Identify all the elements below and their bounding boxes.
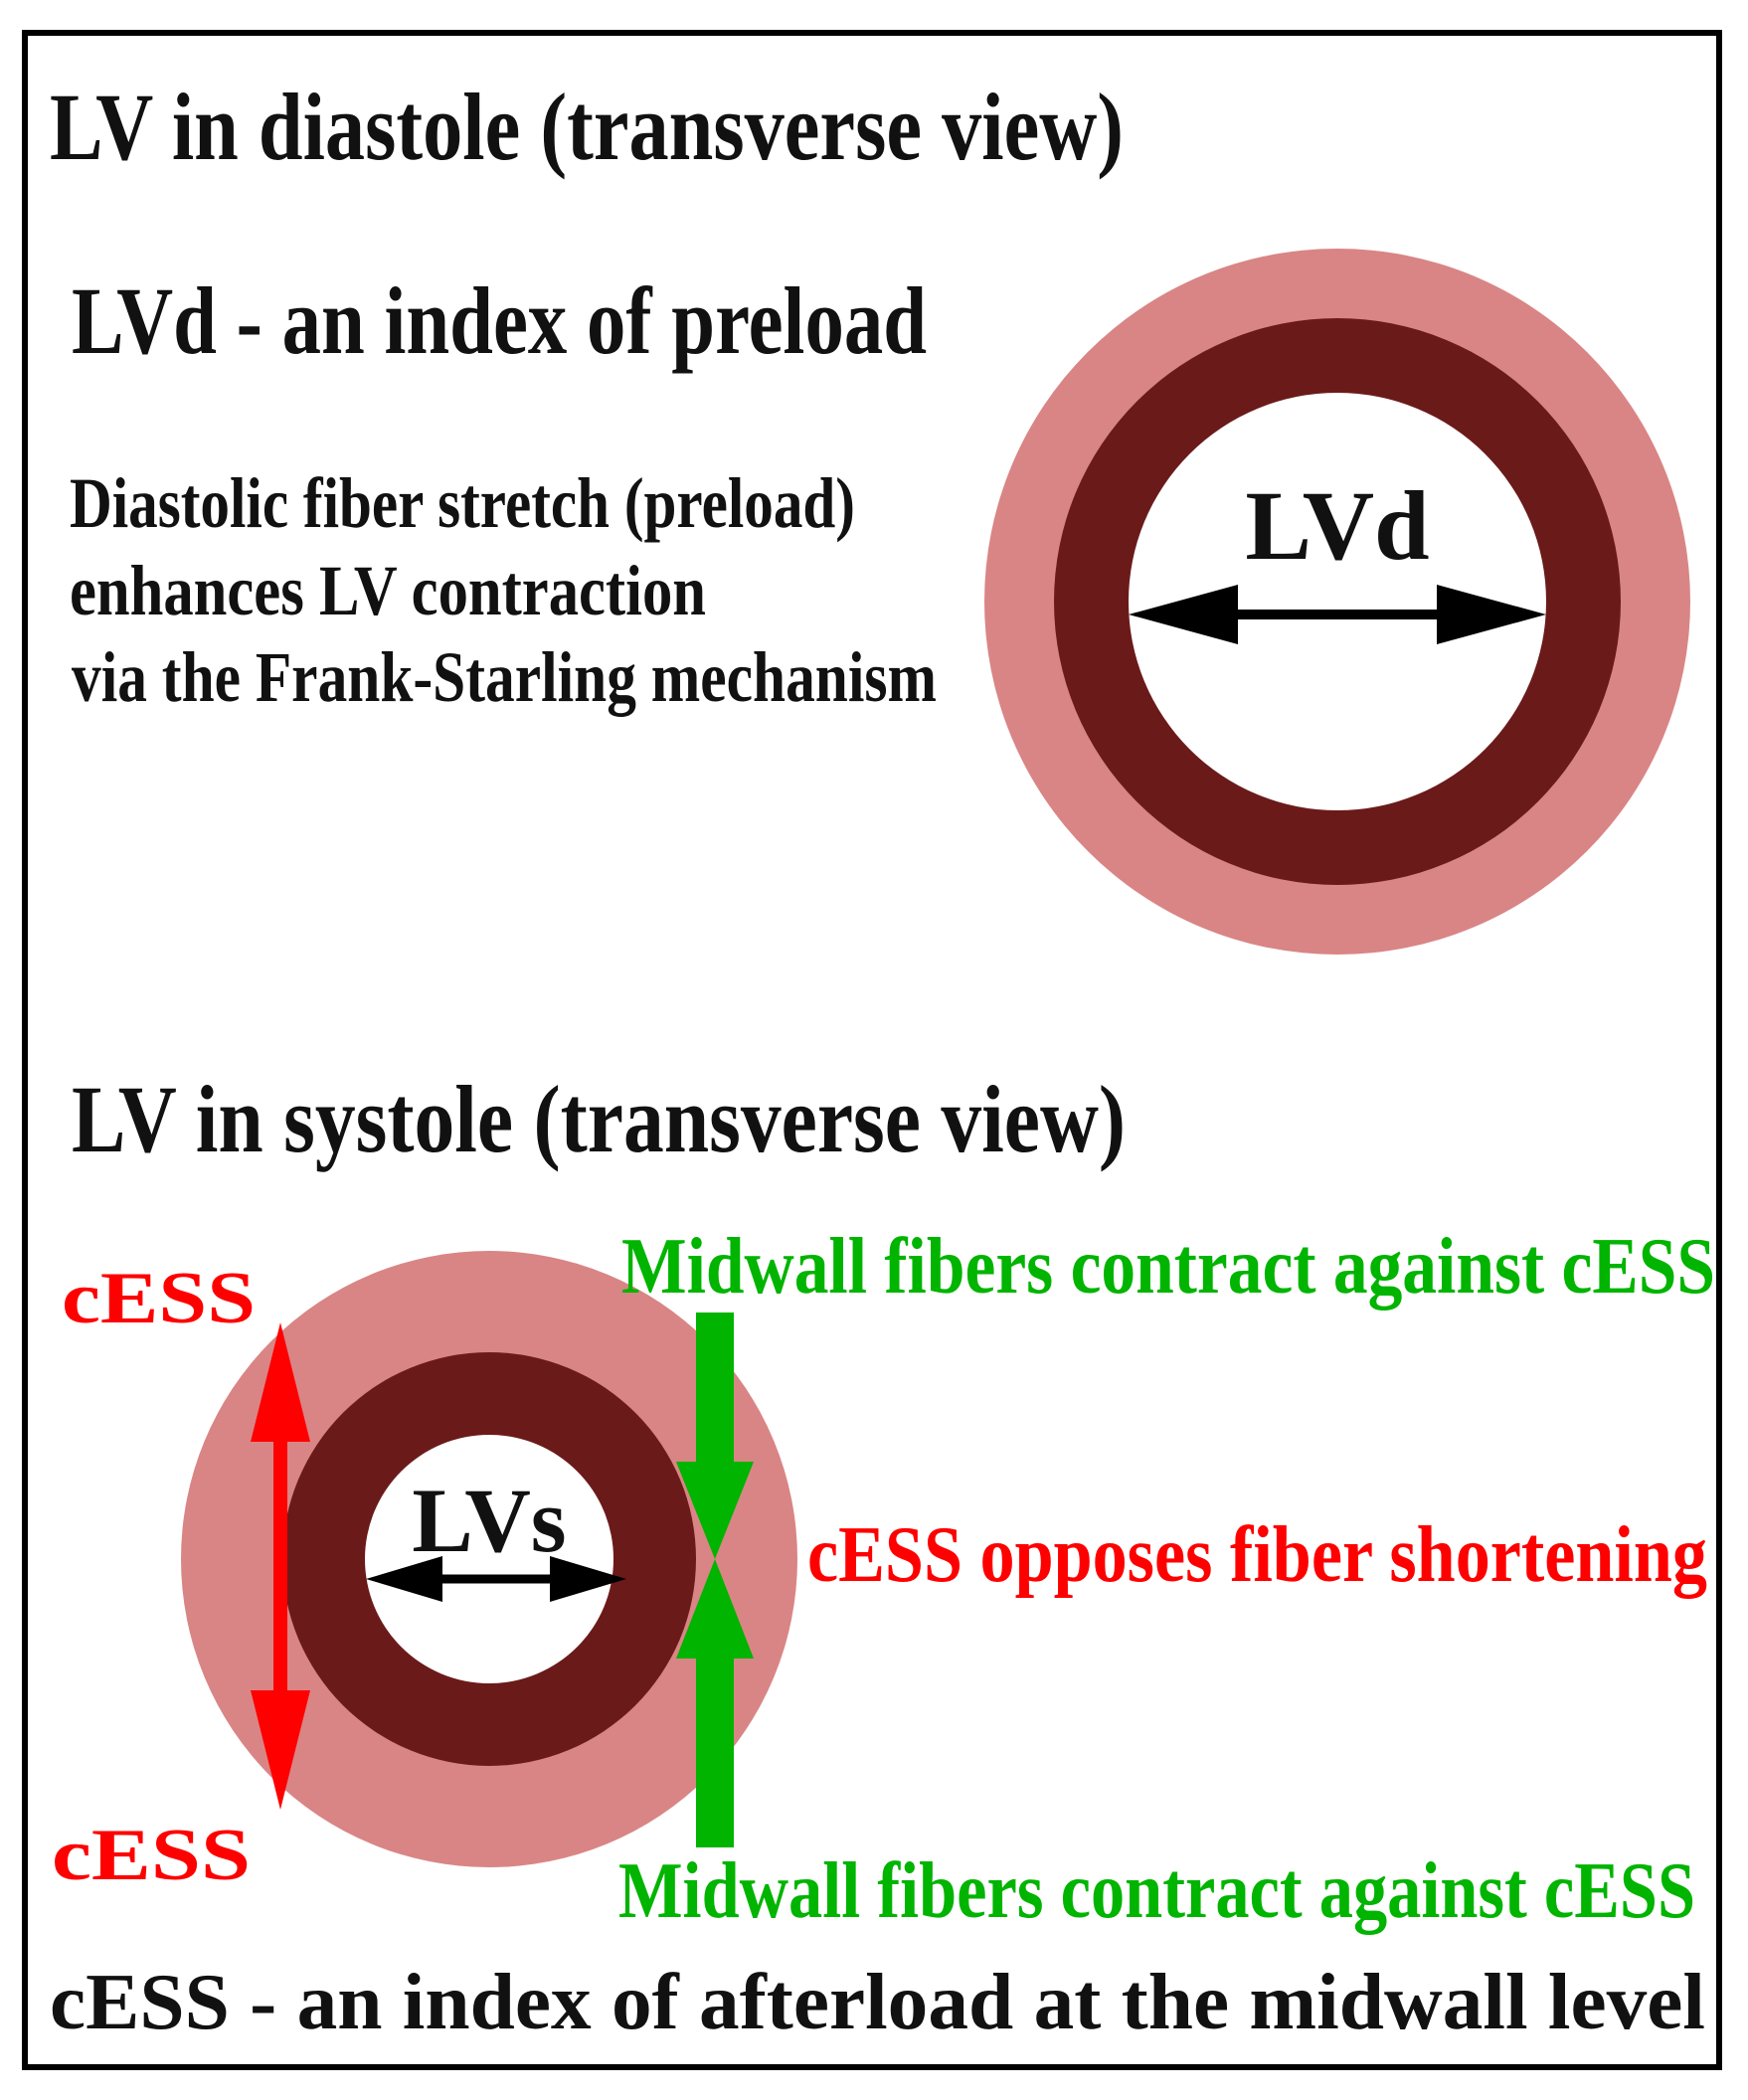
afterload-footer: cESS - an index of afterload at the midw… — [50, 1959, 1705, 2046]
cess-red-arrow — [251, 1322, 310, 1810]
systole-cavity — [365, 1435, 613, 1683]
systole-heading: LV in systole (transverse view) — [72, 1066, 1126, 1172]
diastole-lv-cross-section — [984, 249, 1690, 955]
lvd-label: LVd — [1245, 470, 1429, 581]
lvs-diameter-arrow — [366, 1556, 626, 1602]
diastole-description-line-1: Diastolic fiber stretch (preload) — [70, 463, 855, 543]
diastole-heading: LV in diastole (transverse view) — [50, 74, 1124, 180]
midwall-green-arrows — [676, 1312, 754, 1847]
cess-opposes-label: cESS opposes fiber shortening — [807, 1511, 1707, 1599]
diastole-description-line-3: via the Frank-Starling mechanism — [72, 637, 937, 717]
midwall-bottom-label: Midwall fibers contract against cESS — [618, 1847, 1695, 1935]
cess-bottom-label: cESS — [52, 1815, 251, 1896]
diastole-cavity — [1129, 393, 1546, 810]
diastole-subheading: LVd - an index of preload — [72, 267, 927, 374]
cess-top-label: cESS — [62, 1258, 256, 1339]
diastole-description-line-2: enhances LV contraction — [70, 551, 706, 630]
systole-lv-cross-section — [181, 1251, 797, 1867]
lvd-diameter-arrow — [1129, 585, 1546, 644]
midwall-top-label: Midwall fibers contract against cESS — [621, 1223, 1715, 1311]
lvs-label: LVs — [412, 1470, 566, 1571]
